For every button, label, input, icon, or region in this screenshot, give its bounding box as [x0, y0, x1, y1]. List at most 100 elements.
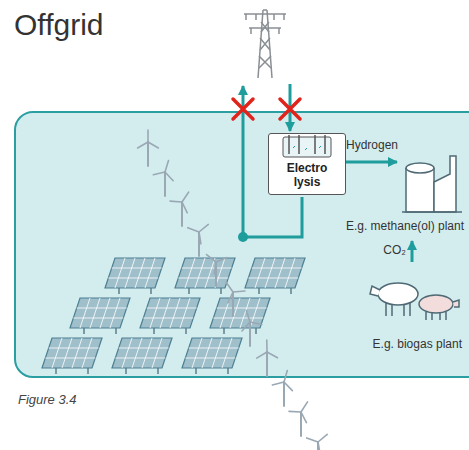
flow-arrow [411, 241, 414, 262]
drawing-part [217, 308, 267, 309]
drawing-part [285, 258, 295, 288]
drawing-part [143, 318, 193, 319]
drawing-part [419, 295, 453, 313]
wind-turbine [153, 161, 173, 196]
wind-turbine [170, 192, 189, 226]
drawing-part [154, 328, 186, 334]
drawing-part [257, 352, 267, 358]
drawing-part [42, 338, 102, 368]
wind-turbine [257, 340, 278, 376]
wind-turbine [188, 224, 209, 256]
drawing-part [198, 232, 200, 256]
drawing-part [45, 358, 95, 359]
drawing-part [226, 282, 233, 292]
drawing-part [280, 99, 300, 119]
drawing-part [255, 258, 265, 288]
drawing-part [266, 352, 268, 376]
solar-panel [245, 258, 305, 294]
drawing-part [301, 402, 308, 412]
drawing-part [150, 298, 160, 328]
blocked-cross [233, 99, 300, 119]
drawing-part [119, 348, 169, 349]
drawing-part [245, 258, 305, 288]
drawing-part [293, 146, 321, 150]
drawing-part [138, 142, 148, 148]
solar-panel [210, 298, 270, 334]
drawing-part [307, 438, 318, 442]
drawing-part [165, 161, 169, 172]
drawing-part [90, 298, 100, 328]
node-label: E.g. biogas plant [373, 338, 462, 352]
drawing-part [284, 370, 287, 382]
drawing-part [70, 298, 130, 328]
drawing-part [49, 348, 99, 349]
drawing-part [182, 268, 232, 269]
drawing-part [119, 288, 151, 294]
solar-panel [70, 298, 130, 334]
solar-panel [182, 338, 242, 374]
drawing-part [402, 211, 462, 213]
flow-arrow [346, 161, 397, 164]
solar-panel [42, 338, 102, 374]
solar-panel [140, 298, 200, 334]
drawing-part [318, 442, 320, 450]
drawing-part [181, 202, 183, 226]
drawing-part [233, 99, 253, 119]
drawing-part [370, 286, 410, 316]
drawing-part [170, 200, 182, 202]
drawing-part [110, 298, 120, 328]
drawing-part [207, 255, 216, 262]
drawing-part [188, 228, 199, 232]
drawing-part [170, 298, 180, 328]
drawing-part [160, 298, 170, 328]
drawing-part [284, 382, 292, 391]
drawing-part [80, 298, 90, 328]
drawing-part [105, 258, 165, 288]
drawing-part [175, 258, 235, 288]
drawing-part [56, 368, 88, 374]
drawing-part [147, 130, 149, 142]
drawing-part [178, 278, 228, 279]
drawing-part [275, 258, 285, 288]
drawing-part [182, 192, 189, 202]
drawing-part [252, 268, 302, 269]
drawing-part [147, 308, 197, 309]
drawing-part [147, 142, 149, 166]
drawing-part [318, 434, 327, 442]
drawing-part [289, 135, 325, 154]
drawing-part [212, 338, 222, 368]
wind-turbine [307, 434, 327, 450]
drawing-part [72, 338, 82, 368]
drawing-part [222, 338, 232, 368]
drawing-part [242, 322, 250, 331]
drawing-part [100, 298, 110, 328]
drawing-part [283, 382, 285, 406]
solar-panel [175, 258, 235, 294]
drawing-part [246, 14, 284, 34]
drawing-part [199, 232, 201, 244]
drawing-part [189, 288, 221, 294]
methane-plant: E.g. methane(ol) plant [398, 138, 466, 238]
drawing-part [73, 318, 123, 319]
drawing-part [84, 328, 116, 334]
drawing-part [153, 172, 165, 175]
edge-label: Hydrogen [346, 138, 398, 152]
drawing-part [112, 338, 172, 368]
drawing-part [249, 322, 251, 346]
biogas-plant: E.g. biogas plant [340, 262, 466, 356]
wind-turbine [289, 402, 308, 436]
drawing-part [122, 338, 132, 368]
drawing-part [228, 292, 233, 303]
drawing-part [152, 338, 162, 368]
node-label: Electro lysis [279, 162, 335, 190]
drawing-part [215, 262, 217, 286]
drawing-part [210, 298, 270, 328]
solar-panels [42, 258, 305, 374]
wind-turbine [242, 311, 262, 346]
drawing-part [115, 358, 165, 359]
drawing-part [77, 308, 127, 309]
drawing-part [224, 328, 256, 334]
drawing-part [378, 283, 418, 305]
drawing-part [82, 338, 92, 368]
drawing-part [233, 291, 245, 292]
